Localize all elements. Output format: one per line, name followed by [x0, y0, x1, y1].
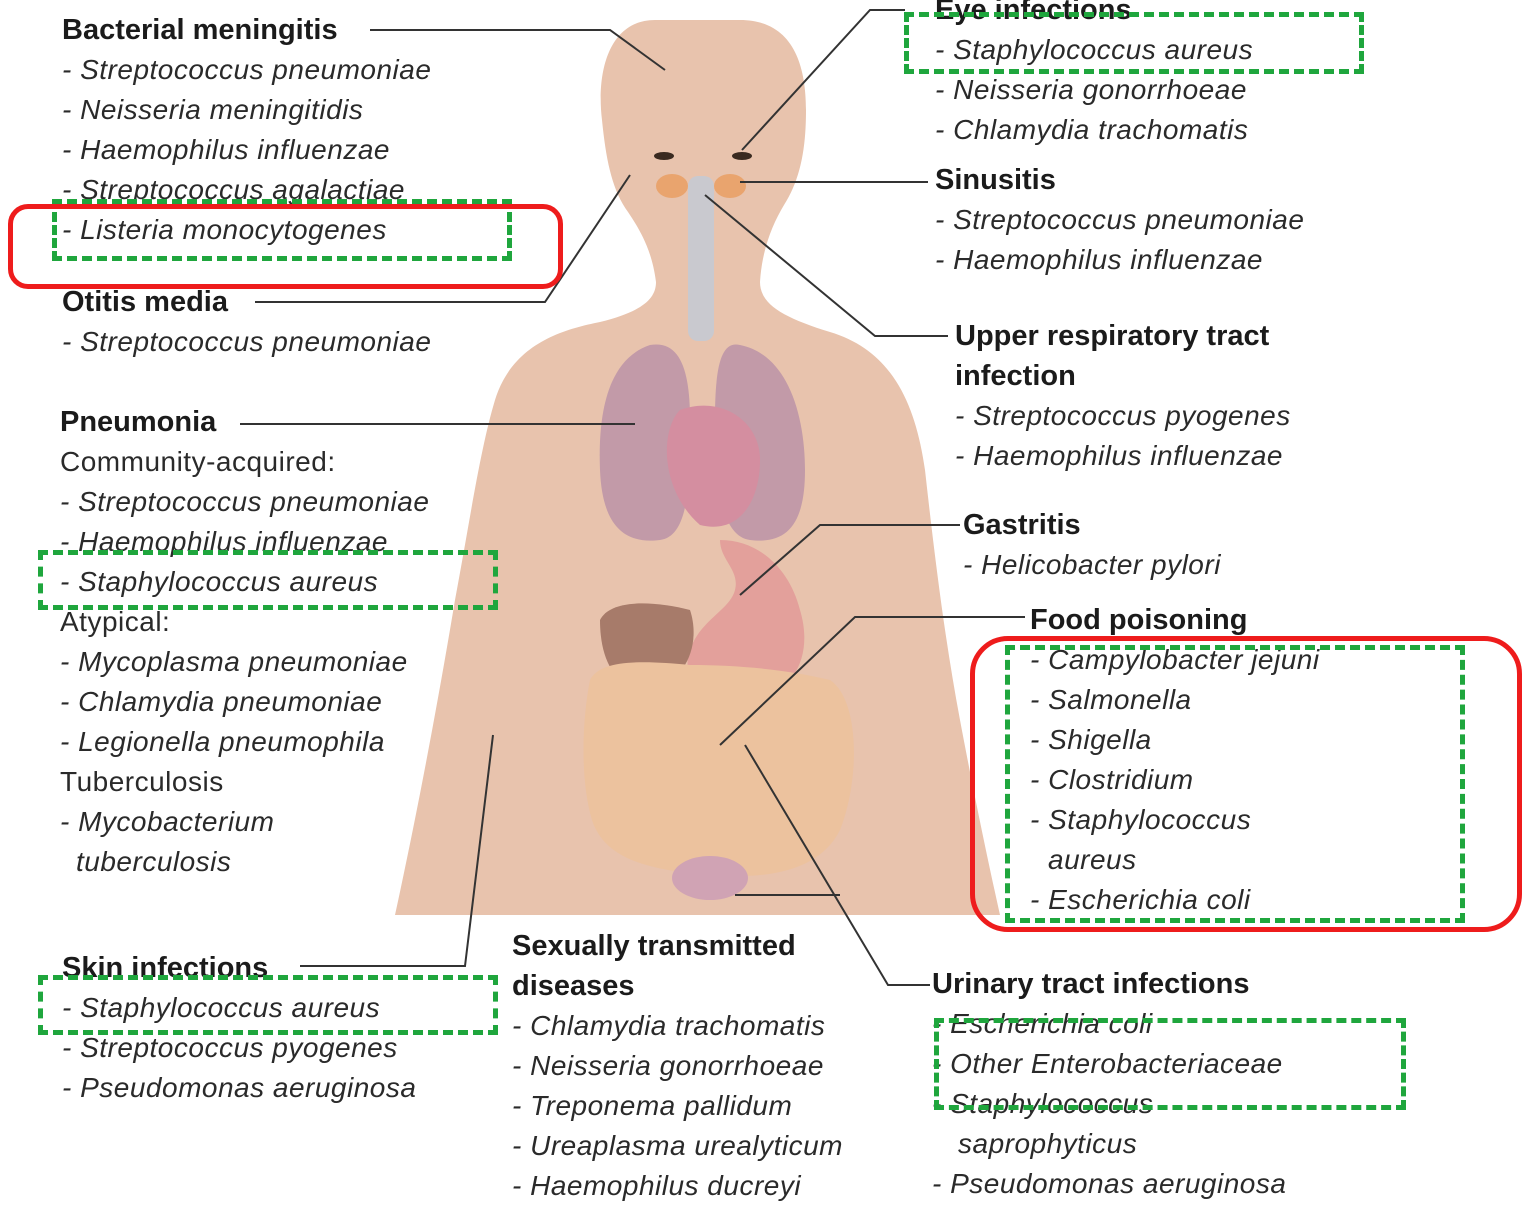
pneumonia-organism: - Legionella pneumophila	[60, 722, 429, 762]
upper-resp-group: Upper respiratory tract infection - Stre…	[955, 316, 1291, 476]
sinusitis-group: Sinusitis - Streptococcus pneumoniae - H…	[935, 160, 1304, 280]
highlight-uti	[934, 1018, 1406, 1110]
upper-resp-organism: - Streptococcus pyogenes	[955, 396, 1291, 436]
skin-organism: - Pseudomonas aeruginosa	[62, 1068, 416, 1108]
gastritis-group: Gastritis - Helicobacter pylori	[963, 505, 1221, 585]
sinus-left	[656, 174, 688, 198]
eye-organism: - Chlamydia trachomatis	[935, 110, 1253, 150]
sti-title: Sexually transmitted	[512, 926, 843, 966]
pneumonia-organism: - Chlamydia pneumoniae	[60, 682, 429, 722]
otitis-organism: - Streptococcus pneumoniae	[62, 322, 431, 362]
food-poisoning-title: Food poisoning	[1030, 600, 1320, 640]
trachea	[688, 176, 714, 341]
pneumonia-title: Pneumonia	[60, 402, 429, 442]
sti-organism: - Treponema pallidum	[512, 1086, 843, 1126]
pneumonia-organism: - Streptococcus pneumoniae	[60, 482, 429, 522]
upper-resp-title: infection	[955, 356, 1291, 396]
upper-resp-title: Upper respiratory tract	[955, 316, 1291, 356]
highlight-pneumonia-staph	[38, 550, 498, 610]
pneumonia-community-label: Community-acquired:	[60, 442, 429, 482]
sti-organism: - Ureaplasma urealyticum	[512, 1126, 843, 1166]
pneumonia-organism: - Mycoplasma pneumoniae	[60, 642, 429, 682]
highlight-eye-staph	[904, 12, 1364, 74]
sti-organism: - Haemophilus ducreyi	[512, 1166, 843, 1206]
pneumonia-group: Pneumonia Community-acquired: - Streptoc…	[60, 402, 429, 882]
sti-organism: - Chlamydia trachomatis	[512, 1006, 843, 1046]
highlight-skin-staph	[38, 975, 498, 1035]
highlight-listeria-red	[8, 204, 563, 289]
upper-resp-organism: - Haemophilus influenzae	[955, 436, 1291, 476]
tuberculosis-label: Tuberculosis	[60, 762, 429, 802]
gastritis-title: Gastritis	[963, 505, 1221, 545]
sti-group: Sexually transmitted diseases - Chlamydi…	[512, 926, 843, 1206]
meningitis-title: Bacterial meningitis	[62, 10, 431, 50]
sti-title: diseases	[512, 966, 843, 1006]
sinusitis-title: Sinusitis	[935, 160, 1304, 200]
sinusitis-organism: - Haemophilus influenzae	[935, 240, 1304, 280]
eye-left	[654, 152, 674, 160]
eye-right	[732, 152, 752, 160]
uti-organism: saprophyticus	[932, 1124, 1286, 1164]
sinusitis-organism: - Streptococcus pneumoniae	[935, 200, 1304, 240]
sti-organism: - Neisseria gonorrhoeae	[512, 1046, 843, 1086]
gastritis-organism: - Helicobacter pylori	[963, 545, 1221, 585]
tuberculosis-organism: tuberculosis	[60, 842, 429, 882]
intestines	[584, 662, 854, 876]
highlight-food-poisoning-red	[970, 636, 1522, 932]
bladder	[672, 856, 748, 900]
uti-organism: - Pseudomonas aeruginosa	[932, 1164, 1286, 1204]
otitis-group: Otitis media - Streptococcus pneumoniae	[62, 282, 431, 362]
sinus-right	[714, 174, 746, 198]
eye-organism: - Neisseria gonorrhoeae	[935, 70, 1253, 110]
meningitis-organism: - Haemophilus influenzae	[62, 130, 431, 170]
meningitis-organism: - Streptococcus pneumoniae	[62, 50, 431, 90]
tuberculosis-organism: - Mycobacterium	[60, 802, 429, 842]
meningitis-organism: - Neisseria meningitidis	[62, 90, 431, 130]
uti-title: Urinary tract infections	[932, 964, 1286, 1004]
